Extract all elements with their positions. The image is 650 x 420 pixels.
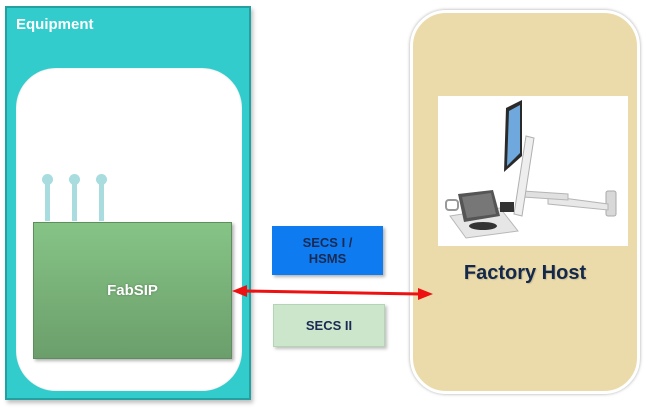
secs-ii-label: SECS II bbox=[305, 318, 353, 333]
secs-i-label: SECS I / bbox=[302, 234, 353, 250]
computer-workstation-icon bbox=[445, 100, 617, 239]
secs-ii-box: SECS II bbox=[273, 304, 385, 347]
factory-host-label: Factory Host bbox=[463, 262, 587, 284]
equipment-title: Equipment bbox=[16, 16, 94, 33]
fabsip-label: FabSIP bbox=[107, 282, 158, 299]
fabsip-module: FabSIP bbox=[33, 222, 232, 359]
connection-arrow-line bbox=[243, 289, 421, 296]
secs-i-hsms-box: SECS I /HSMS bbox=[272, 226, 383, 275]
workstation-image bbox=[438, 96, 628, 246]
hsms-label: HSMS bbox=[308, 250, 347, 266]
arrow-left-head-icon bbox=[232, 285, 247, 297]
arrow-right-head-icon bbox=[418, 288, 433, 300]
